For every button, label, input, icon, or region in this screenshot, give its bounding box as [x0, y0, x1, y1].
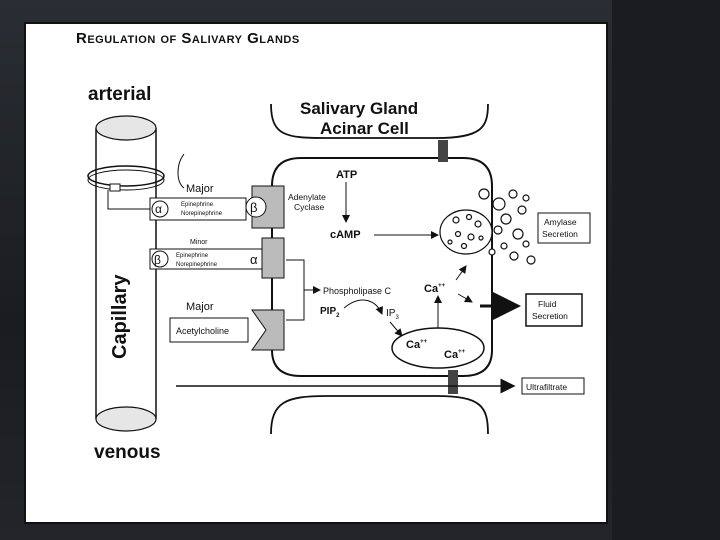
ip3-to-store-arrow — [390, 322, 402, 336]
cell-title-line2: Acinar Cell — [320, 119, 409, 138]
diagram-panel: Regulation of Salivary Glands a — [24, 22, 608, 524]
bracket — [178, 154, 184, 188]
alpha-receptor — [262, 238, 284, 278]
right-margin — [612, 0, 720, 540]
fluid-secretion-label: Secretion — [532, 311, 568, 321]
alpha-symbol-2: α — [250, 252, 258, 267]
epinephrine-label-1: Epinephrine — [181, 202, 214, 208]
salivary-gland-diagram: arterial venous Capillary Salivary Gland… — [26, 24, 606, 522]
norepinephrine-label-2: Norepinephrine — [176, 262, 218, 268]
secretory-granules — [440, 189, 535, 264]
venous-label: venous — [94, 442, 161, 463]
major-label-1: Major — [186, 183, 214, 195]
minor-label: Minor — [190, 239, 208, 246]
beta-symbol-1: β — [250, 200, 257, 215]
pip2-label: PIP2 — [320, 306, 340, 319]
ca-to-granules-arrow — [456, 266, 466, 280]
major-label-2: Major — [186, 301, 214, 313]
acetylcholine-label: Acetylcholine — [176, 326, 229, 336]
capillary-label: Capillary — [109, 274, 131, 359]
epinephrine-label-2: Epinephrine — [176, 253, 209, 259]
norepinephrine-label-1: Norepinephrine — [181, 211, 223, 217]
amylase-label: Amylase — [544, 217, 577, 227]
cell-title-line1: Salivary Gland — [300, 99, 418, 118]
arterial-label: arterial — [88, 84, 151, 105]
ca-to-fluid-arrow — [458, 294, 472, 302]
capillary-vessel — [88, 116, 164, 431]
adenylate-label: Adenylate — [288, 192, 326, 202]
bracket-alpha-m — [286, 260, 304, 320]
cyclase-label: Cyclase — [294, 202, 325, 212]
pip2-to-ip3-arrow — [344, 300, 382, 314]
ip3-label: IP3 — [386, 308, 399, 321]
amylase-secretion-label: Secretion — [542, 229, 578, 239]
beta-symbol-2: β — [154, 253, 161, 267]
ultrafiltrate-label: Ultrafiltrate — [526, 382, 567, 392]
receptor-1-connector — [108, 190, 150, 209]
phospholipase-label: Phospholipase C — [323, 286, 392, 296]
fluid-label: Fluid — [538, 299, 557, 309]
camp-label: cAMP — [330, 229, 361, 241]
atp-label: ATP — [336, 169, 357, 181]
muscarinic-receptor — [252, 310, 284, 350]
alpha-symbol-1: α — [155, 202, 162, 216]
ca-cytosol-label: Ca++ — [424, 283, 446, 295]
